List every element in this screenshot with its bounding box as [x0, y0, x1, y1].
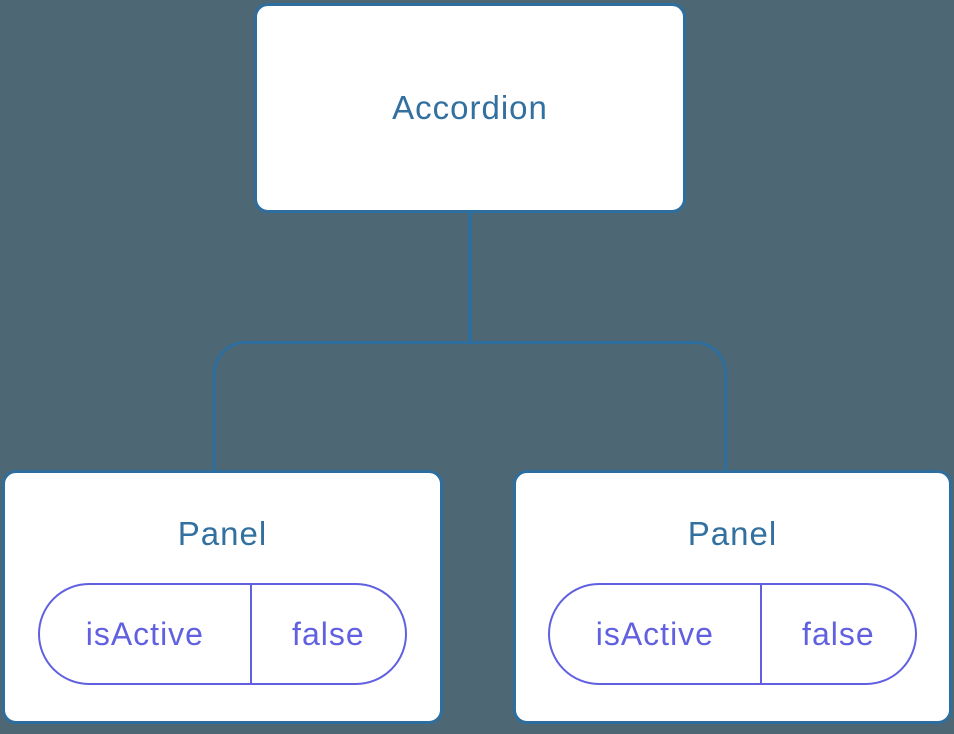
connector-stem [468, 213, 472, 343]
panel-node-left: Panel isActive false [2, 470, 443, 724]
panel-left-state-pill: isActive false [38, 583, 407, 685]
panel-right-state-value: false [802, 615, 875, 652]
panel-right-label: Panel [687, 515, 778, 552]
panel-left-label: Panel [177, 515, 268, 552]
panel-right-state-pill: isActive false [548, 583, 917, 685]
panel-left-state-value: false [292, 615, 365, 652]
panel-left-state-key: isActive [40, 585, 252, 683]
accordion-node-label: Accordion [392, 89, 548, 126]
panel-node-right: Panel isActive false [513, 470, 952, 724]
connector-bracket [213, 341, 727, 470]
accordion-node: Accordion [254, 3, 686, 213]
panel-right-state-key: isActive [550, 585, 762, 683]
